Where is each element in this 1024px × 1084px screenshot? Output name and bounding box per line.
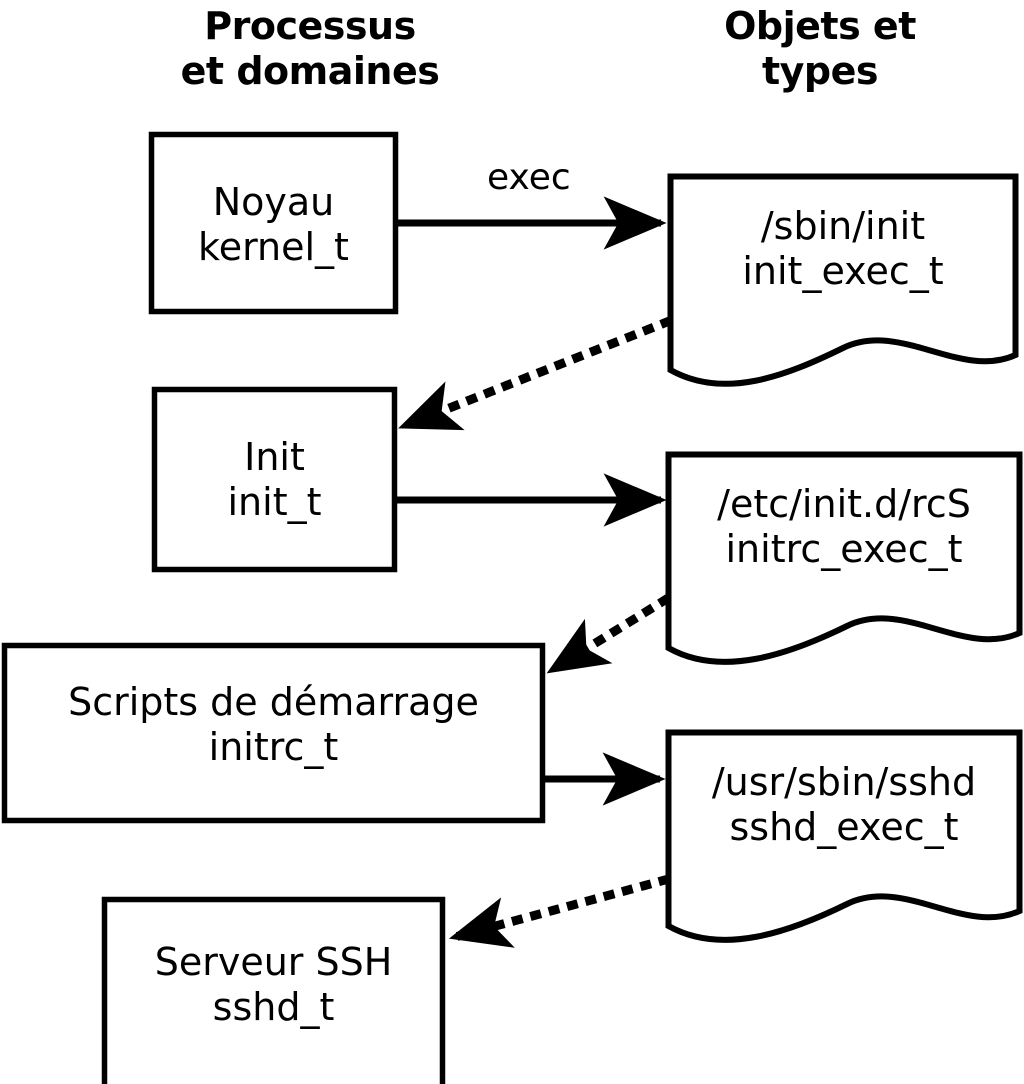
node-sshd-exec-shape[interactable] xyxy=(665,729,1023,943)
edge-init_exec-transition-init[interactable] xyxy=(398,316,673,432)
node-kernel-shape[interactable] xyxy=(148,131,399,315)
node-initrc-shape[interactable] xyxy=(1,642,546,824)
node-kernel[interactable] xyxy=(149,132,398,314)
node-init[interactable] xyxy=(152,387,397,572)
node-initrc-exec[interactable] xyxy=(666,452,1022,657)
node-sshd-exec[interactable] xyxy=(666,730,1022,935)
node-initrc-exec-shape[interactable] xyxy=(665,451,1023,665)
node-sshd-shape[interactable] xyxy=(101,896,446,1084)
node-init-exec[interactable] xyxy=(668,174,1018,379)
node-sshd[interactable] xyxy=(102,897,445,1084)
node-init-exec-shape[interactable] xyxy=(667,173,1019,387)
edge-initrc_exec-transition-initrc[interactable] xyxy=(545,593,672,677)
node-init-shape[interactable] xyxy=(151,386,398,573)
edge-sshd_exec-transition-sshd[interactable] xyxy=(448,874,671,948)
node-initrc[interactable] xyxy=(2,643,545,823)
edge-label-exec: exec xyxy=(487,157,571,198)
column-header-objects: Objets et types xyxy=(724,4,916,93)
column-header-processes: Processus et domaines xyxy=(180,4,440,93)
